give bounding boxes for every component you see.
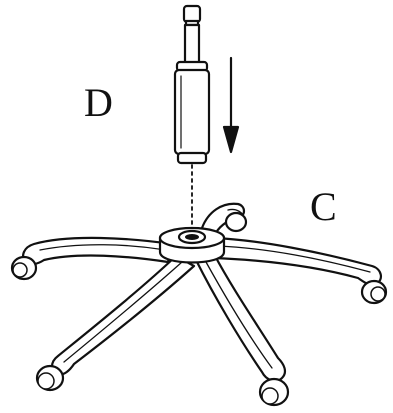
chair-base xyxy=(12,204,386,405)
base-leg-front-left xyxy=(52,256,194,374)
caster-back xyxy=(226,213,246,231)
gas-lift-pin-cap xyxy=(184,6,200,22)
base-leg-right xyxy=(214,238,381,285)
gas-lift-cylinder xyxy=(175,6,209,163)
down-arrow-icon xyxy=(224,58,238,152)
gas-lift-bottom-ring xyxy=(178,153,206,163)
gas-lift-piston-rod xyxy=(185,25,199,63)
gas-lift-body xyxy=(175,70,209,154)
label-base: C xyxy=(310,184,337,229)
base-leg-front-right xyxy=(196,254,285,381)
base-leg-left xyxy=(23,238,172,264)
label-gas-lift: D xyxy=(84,80,113,125)
